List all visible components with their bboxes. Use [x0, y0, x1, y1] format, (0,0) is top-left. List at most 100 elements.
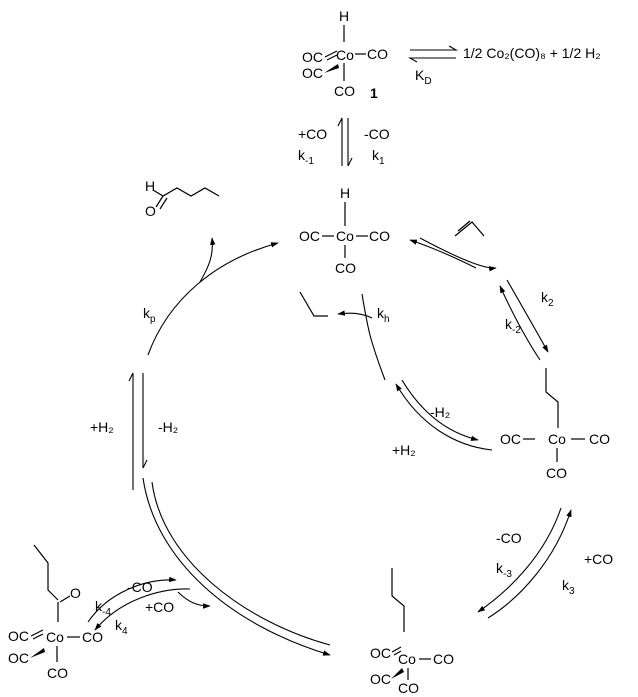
acyl-co-right-label: CO	[82, 629, 103, 645]
hcoco3-complex: H OC Co CO CO	[299, 185, 390, 276]
k4-arrow	[94, 588, 191, 631]
butanal-structure: H O	[145, 178, 220, 219]
co-insertion-arrow	[177, 591, 211, 609]
up-harpoon	[337, 117, 343, 166]
minus-h2-branch-label: -H₂	[430, 404, 450, 420]
k-minus2-label: k-2	[505, 316, 521, 336]
h2-down-harpoon	[142, 373, 148, 469]
acyl-oxygen-label: O	[70, 585, 81, 601]
alkyl4-oc-upper-label: OC	[370, 645, 391, 661]
propane-release-arrow	[337, 310, 373, 319]
center-co-bottom-label: CO	[335, 260, 356, 276]
top-wedge-bond	[324, 64, 339, 73]
k1-label: k1	[372, 147, 385, 167]
plus-co-k3-label: +CO	[584, 551, 613, 567]
product-elimination: kp	[143, 237, 279, 356]
k3-coordination-arrow	[477, 507, 562, 613]
top-cobalt-label: Co	[336, 47, 354, 63]
aldehyde-o-label: O	[145, 203, 156, 219]
acyl-oc-lower-label: OC	[8, 650, 29, 666]
k2-forward-arrow	[506, 279, 549, 353]
alkyl4-co-right-label: CO	[433, 651, 454, 667]
aldehyde-chain	[152, 187, 220, 197]
aldehyde-h-label: H	[145, 178, 155, 194]
alkyl4-oc-lower-label: OC	[370, 671, 391, 687]
k3-label: k3	[562, 577, 575, 597]
top-hydride-label: H	[339, 8, 349, 24]
acyl-migration-arcs: -CO k-4 +CO k4	[87, 477, 331, 656]
aldehyde-co-double	[159, 197, 168, 210]
alkyl-to-acyl-arc	[142, 477, 331, 656]
propene-structure	[454, 220, 485, 237]
minus-h2-label: -H₂	[158, 419, 178, 435]
plus-h2-branch-label: +H₂	[392, 442, 416, 458]
minus-co-k4-label: -CO	[127, 579, 153, 595]
k4-label: k4	[115, 617, 128, 637]
top-co-right-label: CO	[367, 46, 388, 62]
k-minus2-reverse-arrow	[499, 285, 541, 361]
alkyl4-cobalt-label: Co	[398, 651, 416, 667]
propene-double-bond	[457, 220, 471, 232]
top-co-bottom-label: CO	[334, 83, 355, 99]
acyl-co-bottom-label: CO	[47, 665, 68, 681]
acyl-hashed-bond	[30, 629, 44, 640]
kp-label: kp	[143, 305, 156, 325]
acyl-oc-upper-label: OC	[8, 628, 29, 644]
plus-co-label: +CO	[298, 126, 327, 142]
top-hashed-bond	[324, 50, 338, 61]
alkyl-tetracarbonyl-complex: OC Co CO OC CO	[370, 568, 454, 696]
center-oc-left-label: OC	[299, 228, 320, 244]
outer-return-arc	[151, 481, 331, 646]
alkyl-co-right-label: CO	[589, 431, 610, 447]
plus-co-k4-label: +CO	[145, 599, 174, 615]
alkyl-tricarbonyl-complex: OC Co CO CO	[500, 368, 610, 481]
center-co-right-label: CO	[369, 228, 390, 244]
propane-structure	[299, 291, 328, 317]
olefin-release-arrow	[409, 239, 477, 269]
plus-h2-label: +H₂	[90, 419, 114, 435]
hydrogenation-branch: kh -H₂ +H₂	[299, 291, 493, 458]
top-oc-upper-label: OC	[302, 49, 323, 65]
co-coordination-equilibrium: -CO k-3 +CO k3	[477, 507, 613, 619]
k-minus4-label: k-4	[95, 598, 111, 618]
olefin-insertion: k2 k-2	[409, 237, 554, 361]
k-minus3-dissociation-arrow	[487, 509, 572, 619]
minus-co-label: -CO	[364, 126, 390, 142]
hcoco4-complex: H OC Co CO OC CO 1	[302, 8, 388, 101]
acyl-co-double-bond	[59, 595, 71, 603]
aldehyde-co-bond	[155, 195, 164, 208]
compound-number: 1	[370, 85, 378, 101]
center-hydride-label: H	[340, 185, 350, 201]
alkyl-cobalt-label: Co	[548, 431, 566, 447]
alkyl-co-bottom-label: CO	[546, 465, 567, 481]
dimerization-equilibrium: KD 1/2 Co₂(CO)₈ + 1/2 H₂	[407, 45, 601, 87]
h2-add-arrow	[401, 379, 479, 441]
alkyl4-co-bottom-label: CO	[398, 680, 419, 696]
k-minus3-label: k-3	[496, 560, 512, 580]
propyl-chain	[545, 368, 559, 428]
alkyl-oc-left-label: OC	[500, 431, 521, 447]
top-oc-lower-label: OC	[302, 65, 323, 81]
acyl-tetracarbonyl-complex: O OC Co CO OC CO	[8, 544, 103, 681]
alkyl4-wedge-bond	[391, 668, 404, 679]
center-cobalt-label: Co	[336, 228, 354, 244]
reverse-harpoon	[407, 57, 456, 63]
k-minus1-label: k-1	[298, 147, 314, 167]
h2-loss-arrow	[395, 383, 493, 451]
kp-arc	[147, 242, 279, 356]
acyl-cobalt-label: Co	[46, 629, 64, 645]
co-dissociation-equilibrium: +CO k-1 -CO k1	[298, 117, 390, 167]
down-harpoon	[347, 118, 353, 167]
kh-label: kh	[377, 305, 390, 325]
kh-arc	[361, 293, 386, 381]
minus-co-k3-label: -CO	[496, 530, 522, 546]
alkyl4-hashed-bond	[391, 646, 402, 656]
propene-skeleton	[454, 221, 485, 237]
forward-harpoon	[410, 45, 459, 51]
olefin-coordination-arrow	[419, 237, 497, 272]
dimer-product-label: 1/2 Co₂(CO)₈ + 1/2 H₂	[463, 45, 601, 61]
acyl-wedge-bond	[30, 648, 45, 658]
h2-up-harpoon	[128, 372, 134, 490]
